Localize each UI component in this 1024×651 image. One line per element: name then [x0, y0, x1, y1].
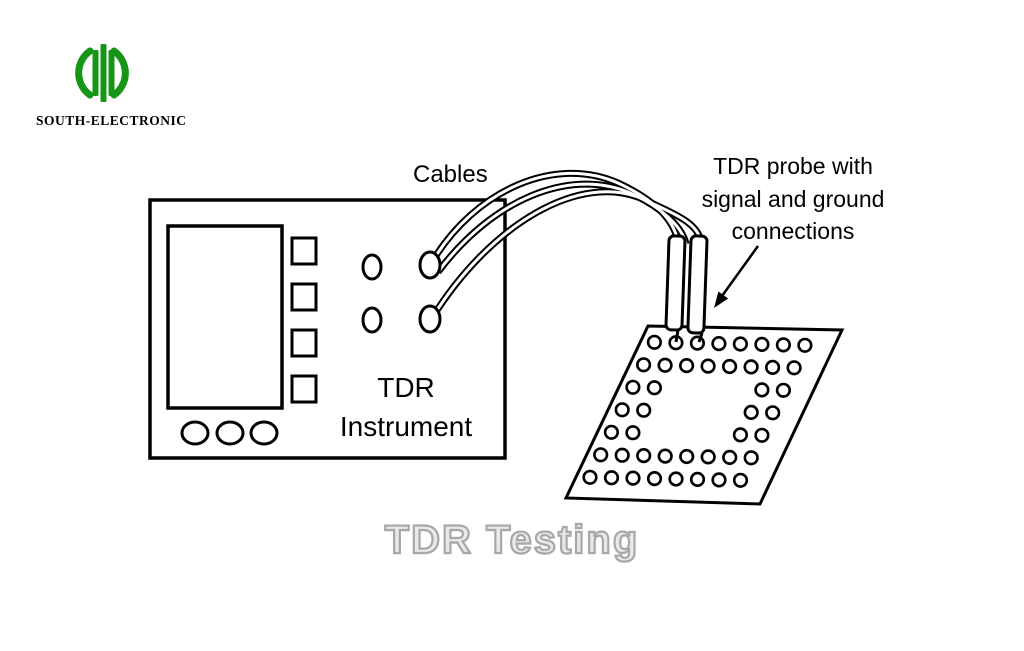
pcb-pad [732, 472, 749, 488]
pcb-pad [603, 470, 620, 486]
probe-body [664, 234, 687, 332]
knob [215, 420, 245, 446]
pcb-pad [764, 359, 781, 376]
pcb-pad [678, 358, 695, 374]
pcb-pad [625, 470, 641, 486]
company-logo-icon [75, 44, 129, 102]
pcb-pad [614, 447, 630, 463]
instrument-button [290, 328, 318, 358]
pcb-pad [593, 447, 609, 463]
pcb-pads [582, 334, 813, 488]
pcb-pad [636, 448, 652, 464]
cable-highlights [430, 171, 703, 319]
pcb-pad [775, 337, 792, 353]
connector-port [361, 253, 383, 281]
probe-pin [697, 332, 704, 343]
pcb-pad [636, 402, 652, 418]
instrument-button [290, 282, 318, 312]
pcb-pad [711, 336, 727, 352]
pcb-pad [732, 336, 749, 352]
logo-bar [108, 50, 115, 96]
pcb-pad [689, 335, 706, 351]
pcb-pad [721, 358, 738, 375]
pcb-pad [786, 360, 802, 376]
cable-core [436, 182, 688, 273]
pcb-pad [614, 402, 630, 418]
pcb-pad [765, 405, 781, 421]
instrument-button [290, 374, 318, 404]
pcb-pad [743, 404, 759, 421]
instrument-label: TDR Instrument [339, 372, 473, 443]
instrument-knobs [180, 420, 279, 446]
tdr-probe [664, 234, 709, 343]
arrowhead-icon [714, 291, 729, 308]
pcb-pad [743, 359, 759, 375]
pcb-pad [582, 469, 598, 485]
pcb-pad [754, 336, 770, 353]
pcb-pad [603, 424, 620, 440]
connector-port [418, 304, 442, 334]
pcb-pad [700, 449, 716, 465]
arrow-line [720, 245, 760, 297]
probe-pointer-arrow [714, 245, 760, 308]
pcb-pad [646, 471, 663, 487]
pcb-pad [679, 448, 695, 465]
pcb-pad [754, 427, 770, 443]
logo-bar [100, 44, 107, 102]
pcb-pad [775, 382, 792, 398]
pcb-pad [700, 358, 716, 374]
tdr-instrument [148, 198, 507, 460]
logo-company-name: SOUTH-ELECTRONIC [36, 113, 187, 128]
connector-port [361, 306, 383, 334]
instrument-buttons [290, 236, 318, 404]
pcb-pad [732, 427, 749, 443]
pcb-pad [657, 357, 673, 373]
instrument-button [290, 236, 318, 266]
pcb-pad [797, 337, 813, 353]
pcb-pad [722, 449, 738, 466]
instrument-screen [166, 224, 284, 410]
pcb-pad [625, 379, 641, 395]
logo-arc-right [110, 47, 129, 99]
pcb-pad [689, 471, 706, 488]
pcb-pad [657, 448, 673, 464]
cables-group [428, 169, 705, 320]
probe-pin [674, 329, 680, 343]
probe-body [686, 234, 709, 335]
probe-label: TDR probe with signal and ground connect… [701, 153, 885, 245]
knob [180, 420, 210, 446]
pcb-pad [646, 380, 663, 396]
pcb-pad [711, 472, 727, 488]
logo-arc-left [75, 47, 94, 99]
instrument-connectors [361, 250, 442, 334]
logo-bars [92, 44, 115, 102]
pcb-pad [635, 357, 652, 373]
pcb-pad [668, 471, 684, 487]
pcb-pad [754, 382, 770, 398]
knob [249, 420, 279, 446]
logo-emblem [75, 47, 129, 99]
pcb-pad [625, 425, 641, 441]
pcb-board-group [563, 324, 845, 506]
pcb-pad [743, 450, 759, 466]
cables-label: Cables [413, 161, 488, 188]
page-title: TDR Testing [384, 517, 640, 563]
connector-port [418, 250, 442, 280]
cable-core [430, 190, 703, 319]
logo-bar [92, 50, 99, 96]
pcb-pad [646, 334, 663, 350]
